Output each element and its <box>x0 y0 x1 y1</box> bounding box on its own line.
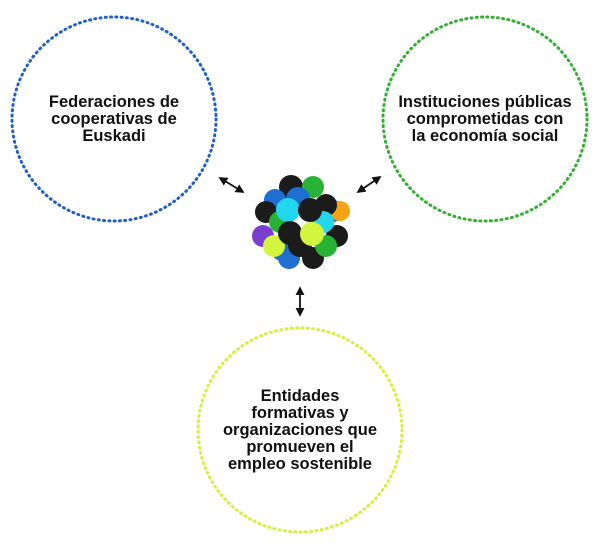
hub-dot-black <box>278 221 302 245</box>
hub-dot-lime <box>263 235 285 257</box>
hub-dot-black <box>298 198 322 222</box>
instituciones-circle <box>381 15 589 223</box>
hub-cluster <box>252 175 350 269</box>
arrow-hub-instituciones <box>356 175 382 194</box>
hub-dot-cyan <box>276 198 300 222</box>
arrow-hub-federaciones <box>218 177 245 193</box>
federaciones-label: Federaciones de cooperativas de Euskadi <box>48 92 180 145</box>
federaciones-circle <box>10 15 218 223</box>
hub-dot-lime <box>300 222 324 246</box>
entidades-circle <box>196 326 404 534</box>
instituciones-label: Instituciones públicas comprometidas con… <box>398 92 572 145</box>
entidades-label: Entidades formativas y organizaciones qu… <box>222 386 378 473</box>
